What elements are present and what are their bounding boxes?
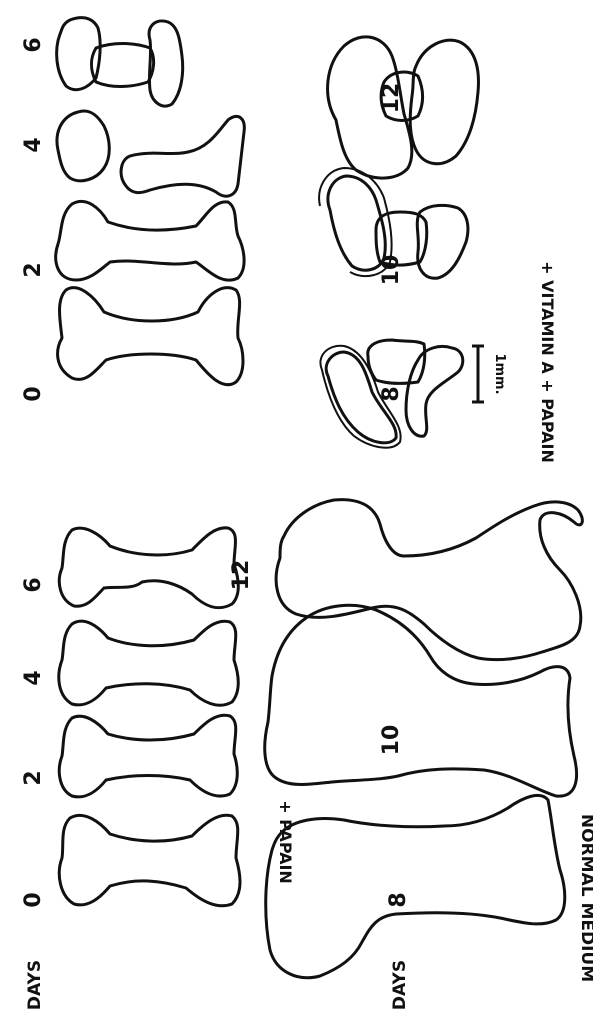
normal-day-10-label: 10	[379, 725, 404, 756]
papain-day-2-label: 2	[21, 770, 46, 785]
normal-days-label: DAYS	[390, 960, 410, 1010]
rudiment-vitamin-day-4-shaft	[121, 116, 244, 196]
normal-day-8-label: 8	[386, 892, 411, 907]
normal-medium-title: NORMAL MEDIUM	[577, 814, 593, 982]
day-labels: 0 2 4 6 0 2 4 6 DAYS 8 10 12 8 10 12 DAY…	[21, 37, 411, 1010]
papain-row	[59, 528, 240, 906]
vitamin-day-4-label: 4	[21, 137, 46, 152]
vitamin-papain-title: + VITAMIN A + PAPAIN	[538, 261, 557, 463]
rudiment-vitamin-day-2	[56, 201, 244, 280]
vitamin-day-6-label: 6	[21, 37, 46, 52]
papain-days-label: DAYS	[25, 960, 45, 1010]
papain-title: + PAPAIN	[276, 800, 295, 884]
group-titles: + VITAMIN A + PAPAIN + PAPAIN NORMAL MED…	[276, 261, 593, 982]
rudiment-papain-day-2	[59, 715, 237, 797]
normal-medium-row	[265, 500, 583, 978]
rudiment-vitamin-day-12-right	[410, 40, 478, 163]
rudiment-vitamin-day-8-right	[406, 347, 463, 437]
rudiment-normal-day-10	[265, 605, 577, 796]
vitamin-day-0-label: 0	[21, 386, 46, 401]
vitamin-papain-top-row	[56, 18, 245, 385]
rudiment-papain-day-4	[59, 621, 238, 705]
rudiment-vitamin-day-4-head	[57, 111, 109, 181]
papain-day-6-label: 6	[21, 577, 46, 592]
rudiment-papain-day-6	[59, 528, 238, 608]
rudiment-vitamin-day-0	[58, 288, 243, 385]
scale-bar: 1mm.	[472, 346, 507, 402]
papain-day-4-label: 4	[21, 670, 46, 685]
scale-bar-label: 1mm.	[492, 353, 507, 394]
papain-day-0-label: 0	[21, 892, 46, 907]
rudiment-normal-day-8	[266, 795, 565, 977]
vitamin-day-2-label: 2	[21, 262, 46, 277]
rudiment-normal-day-12	[276, 500, 582, 660]
rudiment-papain-day-0	[59, 815, 240, 906]
